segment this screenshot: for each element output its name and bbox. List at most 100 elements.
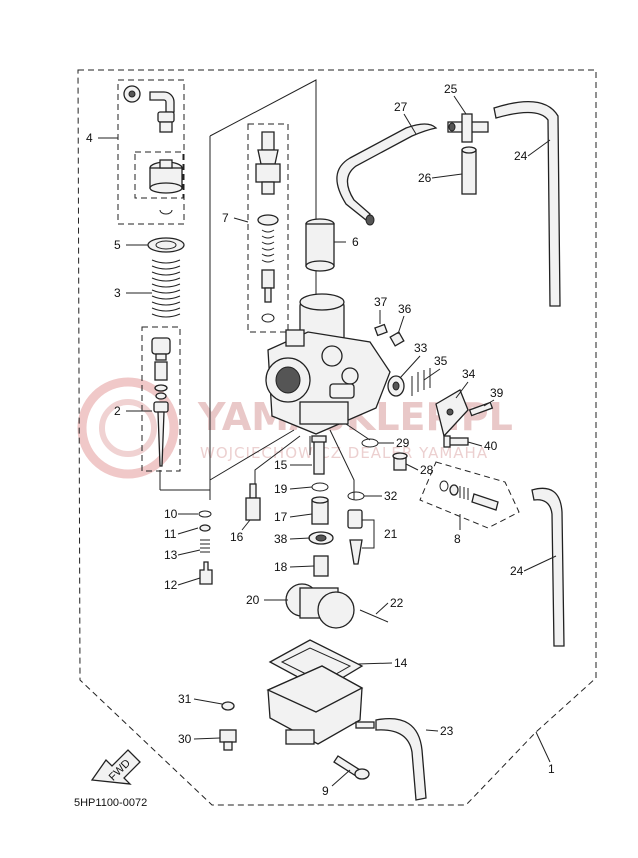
part-33-diaphragm xyxy=(387,375,405,397)
part-36-screw xyxy=(389,331,405,347)
callout-28: 28 xyxy=(420,463,434,477)
part-8-assembly xyxy=(439,480,499,511)
float-bowl xyxy=(266,665,375,745)
callout-38: 38 xyxy=(274,532,288,546)
part-18-main-jet xyxy=(313,555,329,577)
part-21-float-valve xyxy=(347,509,363,565)
group-box-2 xyxy=(141,326,181,472)
callout-1: 1 xyxy=(548,762,555,776)
part-7-assembly xyxy=(255,131,281,323)
callout-26: 26 xyxy=(418,171,432,185)
part-38-float-needle-seat xyxy=(308,531,334,545)
callout-27: 27 xyxy=(394,100,408,114)
callout-34: 34 xyxy=(462,367,476,381)
leader-line-1 xyxy=(535,731,551,763)
part-11-washer xyxy=(199,524,211,532)
group-box-4-inner xyxy=(134,151,184,199)
assembly-boundary xyxy=(77,69,597,806)
callout-2: 2 xyxy=(114,404,121,418)
part-27-hose-end xyxy=(365,214,375,226)
callout-39: 39 xyxy=(490,386,504,400)
leader-line-needle xyxy=(254,435,301,490)
part-4-assembly xyxy=(123,85,183,215)
callout-3: 3 xyxy=(114,286,121,300)
callout-14: 14 xyxy=(394,656,408,670)
callout-18: 18 xyxy=(274,560,288,574)
part-30-screw xyxy=(219,729,237,751)
watermark-logo xyxy=(77,377,179,479)
leader-21 xyxy=(362,519,375,549)
part-2-throttle-valve xyxy=(151,337,171,467)
callout-29: 29 xyxy=(396,436,410,450)
callout-11: 11 xyxy=(164,527,177,541)
leader-line-jet xyxy=(329,429,355,500)
callout-10: 10 xyxy=(164,507,178,521)
part-20-float xyxy=(285,583,355,629)
callout-16: 16 xyxy=(230,530,244,544)
callout-24-top: 24 xyxy=(514,149,528,163)
callout-21: 21 xyxy=(384,527,398,541)
group-box-7 xyxy=(247,123,289,333)
part-28-plug xyxy=(392,452,408,471)
callout-15: 15 xyxy=(274,458,288,472)
part-6-cap xyxy=(305,218,335,272)
part-31-washer xyxy=(221,701,235,711)
part-10-oring xyxy=(198,510,212,518)
callout-31: 31 xyxy=(178,692,192,706)
callout-23: 23 xyxy=(440,724,454,738)
part-5-washer xyxy=(147,237,185,253)
part-39-screw xyxy=(468,401,494,417)
group-box-4 xyxy=(117,79,185,225)
part-12-pilot-screw xyxy=(199,561,213,585)
part-13-spring xyxy=(200,539,210,553)
part-24-hose-top xyxy=(493,101,561,307)
part-3-spring xyxy=(151,259,181,318)
callout-4: 4 xyxy=(86,131,93,145)
callout-33: 33 xyxy=(414,341,428,355)
part-5-washer-hole xyxy=(155,240,177,250)
part-26-short-hose xyxy=(461,146,477,195)
carburetor-body xyxy=(265,293,391,435)
part-22-pin xyxy=(359,609,389,623)
callout-20: 20 xyxy=(246,593,260,607)
part-37-screw xyxy=(374,323,388,337)
part-19-oring xyxy=(311,482,329,492)
part-16-pilot-jet xyxy=(245,483,261,521)
callout-32: 32 xyxy=(384,489,398,503)
part-15-jet-holder xyxy=(311,435,327,475)
callout-6: 6 xyxy=(352,235,359,249)
callout-12: 12 xyxy=(164,578,178,592)
callout-labels: 1 2 3 4 5 6 7 8 9 10 11 12 13 14 15 16 1… xyxy=(86,82,555,798)
fwd-arrow: FWD xyxy=(90,749,141,785)
callout-25: 25 xyxy=(444,82,458,96)
part-34-cover xyxy=(435,389,469,438)
callout-13: 13 xyxy=(164,548,178,562)
watermark-logo-inner xyxy=(99,399,157,457)
part-40-screw xyxy=(443,435,469,448)
part-17-needle-jet xyxy=(311,496,329,525)
callout-24-bottom: 24 xyxy=(510,564,524,578)
callout-40: 40 xyxy=(484,439,498,453)
part-9-drain-screw xyxy=(333,755,370,780)
part-24-hose-bottom xyxy=(531,487,565,647)
callout-5: 5 xyxy=(114,238,121,252)
callout-30: 30 xyxy=(178,732,192,746)
part-32-oring xyxy=(347,491,365,501)
part-35-spring xyxy=(411,368,431,396)
diagram-code: 5HP1100-0072 xyxy=(74,797,147,809)
callout-8: 8 xyxy=(454,532,461,546)
part-23-hose xyxy=(375,718,427,801)
callout-19: 19 xyxy=(274,482,288,496)
group-box-8 xyxy=(419,461,520,529)
callout-37: 37 xyxy=(374,295,388,309)
callout-22: 22 xyxy=(390,596,404,610)
leader-line-bottom xyxy=(209,429,295,500)
part-25-tee-joint xyxy=(447,113,489,143)
callout-7: 7 xyxy=(222,211,229,225)
callout-17: 17 xyxy=(274,510,288,524)
callout-9: 9 xyxy=(322,784,329,798)
callout-leaders xyxy=(98,95,557,787)
callout-35: 35 xyxy=(434,354,448,368)
callout-36: 36 xyxy=(398,302,412,316)
